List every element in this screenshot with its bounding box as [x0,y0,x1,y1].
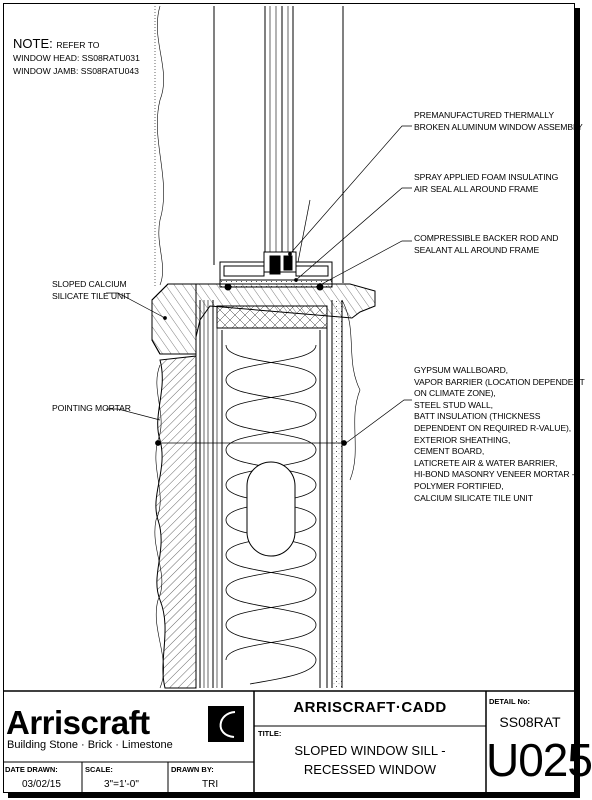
callout-pointing-mortar: POINTING MORTAR [52,403,131,413]
title-label: TITLE: [258,729,282,738]
brand-tagline: Building Stone · Brick · Limestone [7,739,173,751]
section-cut-line [155,440,347,446]
drawing-title: SLOPED WINDOW SILL - RECESSED WINDOW [294,743,446,777]
note-line-head: WINDOW HEAD: SS08RATU031 [13,53,140,63]
detail-code-number: U025 [486,734,592,786]
logo-mark-icon [208,706,244,742]
note-heading: NOTE: REFER TO [13,36,100,51]
brand-logo-word: Arriscraft [6,704,150,741]
sheet-border [3,3,575,793]
wall-section [154,299,361,689]
detail-label: DETAIL No: [489,697,530,706]
drawn-by-value: TRI [202,779,219,790]
sheet-shadow-bottom [8,793,580,798]
window-head-lines [154,5,344,286]
date-value: 03/02/15 [22,779,61,790]
date-label: DATE DRAWN: [5,765,58,774]
note-line-jamb: WINDOW JAMB: SS08RATU043 [13,66,139,76]
callout-window-assembly: PREMANUFACTURED THERMALLY BROKEN ALUMINU… [414,110,583,132]
sheet-shadow-right [575,8,580,798]
callout-foam-seal: SPRAY APPLIED FOAM INSULATING AIR SEAL A… [414,172,559,194]
leader-lines [106,125,412,444]
drawn-by-label: DRAWN BY: [171,765,214,774]
callout-sill-unit: SLOPED CALCIUM SILICATE TILE UNIT [52,279,131,301]
callout-backer-rod: COMPRESSIBLE BACKER ROD AND SEALANT ALL … [414,233,559,255]
batt-insulation [225,344,317,685]
detail-code-series: SS08RAT [499,714,561,730]
callout-wall-layers: GYPSUM WALLBOARD, VAPOR BARRIER (LOCATIO… [414,365,585,503]
scale-value: 3"=1'-0" [104,779,139,790]
scale-label: SCALE: [85,765,113,774]
cadd-heading: ARRISCRAFT·CADD [293,699,447,716]
